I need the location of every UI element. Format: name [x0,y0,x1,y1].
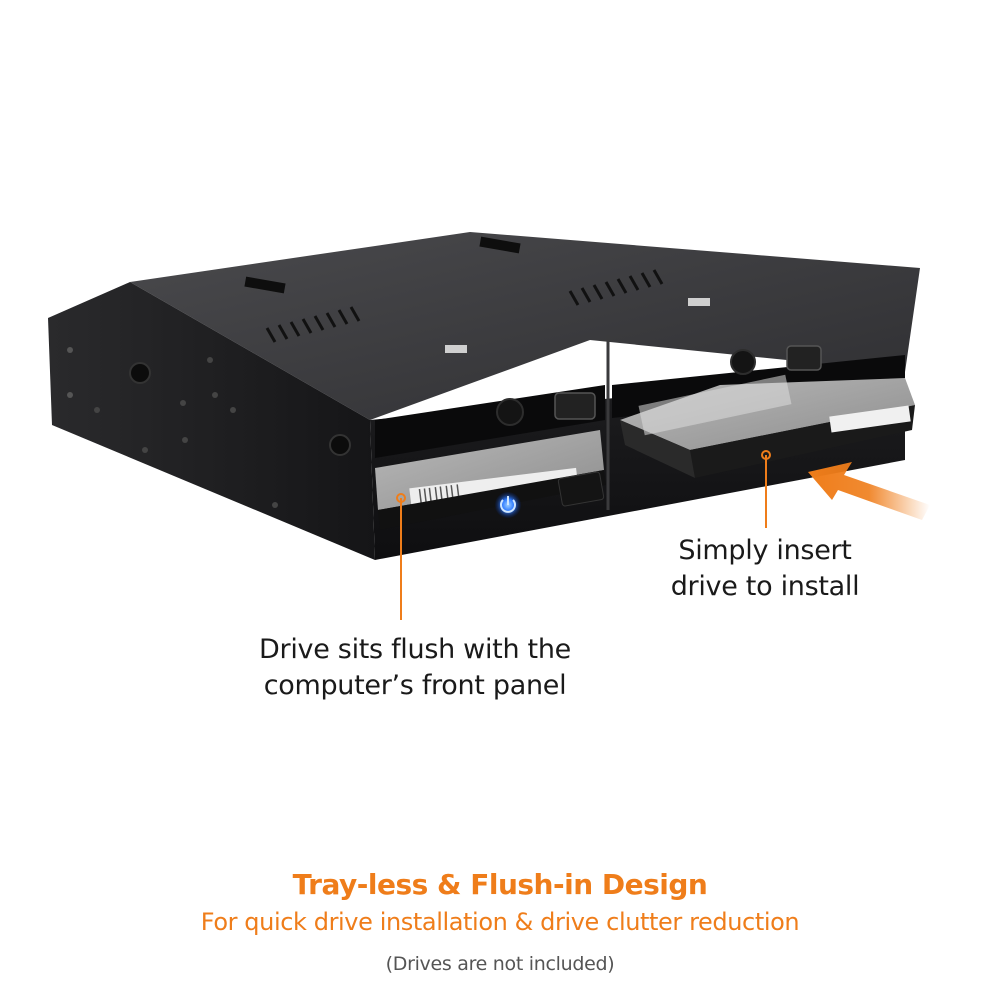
caption-note: (Drives are not included) [385,953,615,975]
callout-insert-drive: Simply insert drive to install [655,533,875,605]
callout-leader-lines [396,450,771,620]
arrow-icon [808,462,930,520]
caption-subtitle: For quick drive installation & drive clu… [200,908,800,936]
callout-right-line1: Simply insert [678,535,852,566]
callout-left-line1: Drive sits flush with the [259,634,571,665]
callout-flush-panel: Drive sits flush with the computer’s fro… [255,632,575,704]
eject-icon[interactable] [554,345,822,420]
inserting-hard-drive [620,374,915,478]
callout-right-line2: drive to install [670,571,860,602]
caption-title: Tray-less & Flush-in Design [292,868,708,901]
enclosure-side-panel [48,282,375,560]
enclosure-top [130,232,920,420]
callout-left-line2: computer’s front panel [263,670,567,701]
power-icon[interactable] [495,492,521,518]
installed-hard-drive [375,430,606,530]
